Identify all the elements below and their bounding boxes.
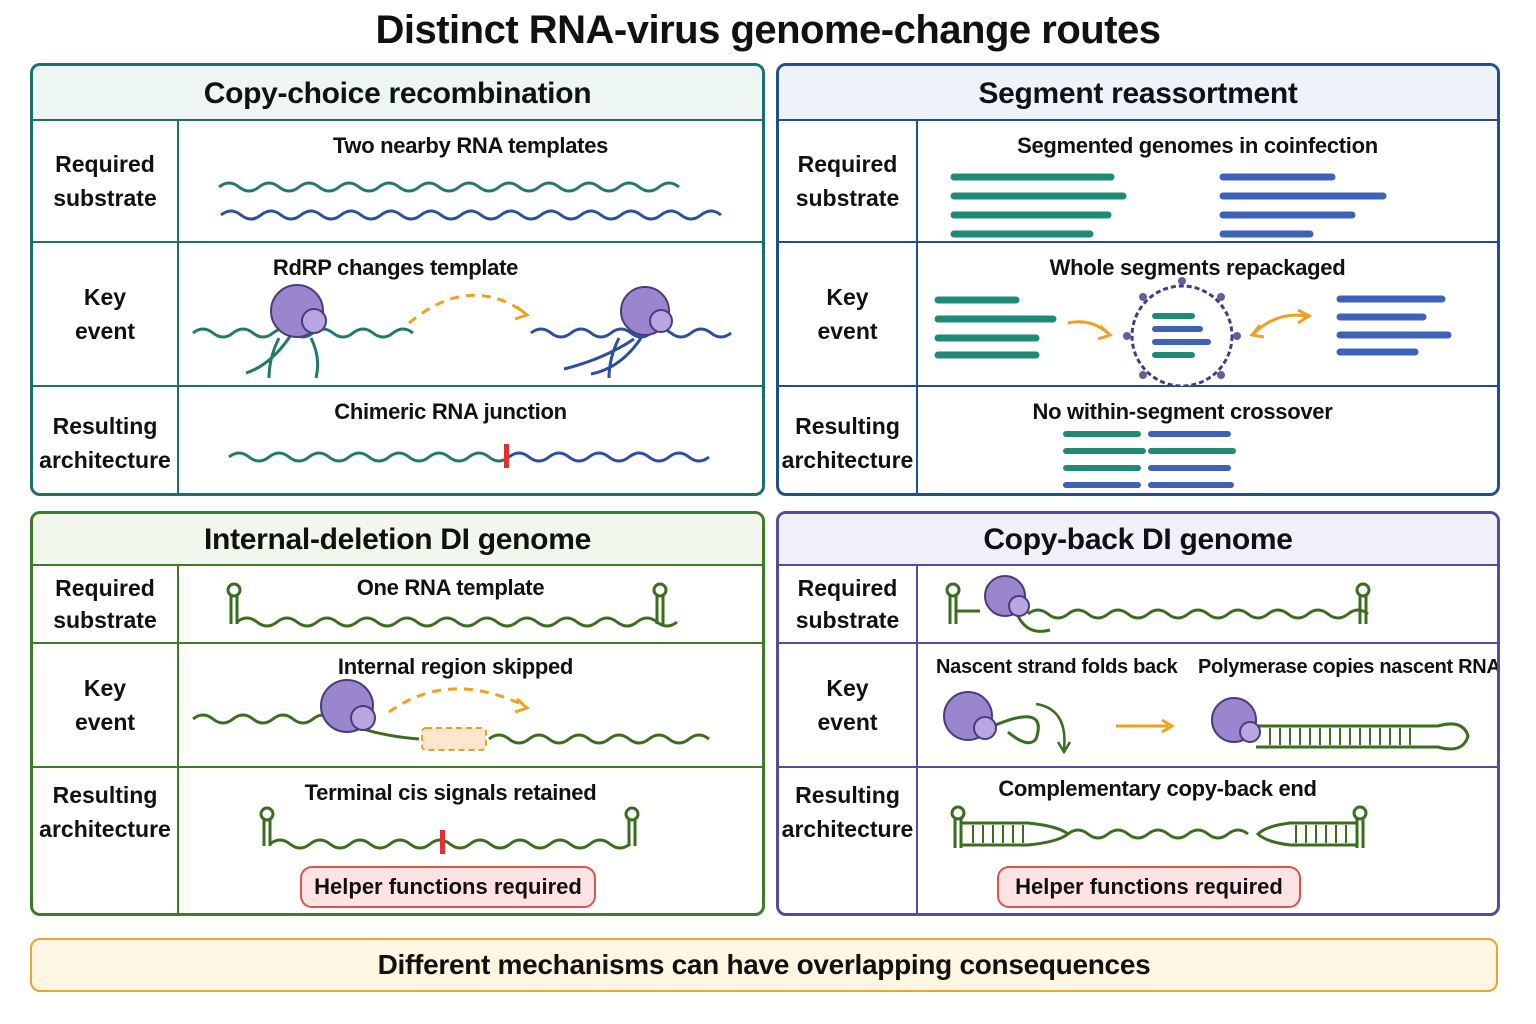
copy-choice-event-caption: RdRP changes template [272, 255, 519, 280]
single-template-graphic [226, 582, 678, 628]
helper-functions-badge: Helper functions required [300, 866, 596, 908]
reassorted-segments-graphic [1063, 431, 1236, 488]
copy-choice-architecture-caption: Chimeric RNA junction [334, 399, 567, 424]
row-label-architecture: Resulting architecture [779, 768, 918, 913]
row-label-architecture: Resulting architecture [33, 768, 179, 913]
copy-back-architecture-row: Resulting architecture Complementary cop… [779, 768, 1497, 913]
skipped-region-box [421, 727, 487, 751]
row-label-architecture: Resulting architecture [779, 387, 918, 493]
deletion-genome-graphic [259, 806, 640, 854]
copy-choice-event-row: Key event RdRP changes template [33, 243, 762, 387]
footer-banner: Different mechanisms can have overlappin… [30, 938, 1498, 992]
reassortment-event-caption: Whole segments repackaged [1049, 255, 1346, 280]
helper-functions-badge: Helper functions required [997, 866, 1301, 908]
polymerase-icon [943, 691, 997, 741]
template-switch-graphic [192, 284, 732, 379]
internal-deletion-event-caption: Internal region skipped [337, 654, 574, 679]
internal-deletion-panel: Internal-deletion DI genome Required sub… [30, 511, 765, 916]
copy-back-event-row: Key event Nascent strand folds back Poly… [779, 644, 1497, 768]
region-skip-graphic [192, 679, 710, 751]
reassortment-heading: Segment reassortment [779, 66, 1497, 121]
row-label-event: Key event [779, 644, 918, 766]
row-label-substrate: Required substrate [779, 121, 918, 241]
row-label-event: Key event [33, 243, 179, 385]
repackaging-graphic [934, 277, 1452, 387]
deletion-junction-marker [440, 830, 445, 854]
rna-template-blue [220, 209, 722, 221]
polymerase-icon-2 [1211, 697, 1261, 743]
copy-back-genome-graphic [950, 805, 1368, 848]
fold-and-copy-graphic [943, 691, 1470, 755]
copy-choice-architecture-row: Resulting architecture Chimeric RNA junc… [33, 387, 762, 493]
reassortment-architecture-caption: No within-segment crossover [1032, 399, 1333, 424]
copy-back-template-graphic [945, 575, 1371, 633]
copy-choice-panel: Copy-choice recombination Required subst… [30, 63, 765, 496]
copy-back-fold-caption: Nascent strand folds back [936, 656, 1178, 678]
copy-back-heading: Copy-back DI genome [779, 514, 1497, 566]
copy-back-copy-caption: Polymerase copies nascent RNA [1198, 656, 1500, 678]
copy-back-panel: Copy-back DI genome Required substrate K… [776, 511, 1500, 916]
stem-loop-left-icon [226, 582, 242, 624]
copy-choice-substrate-row: Required substrate Two nearby RNA templa… [33, 121, 762, 243]
stem-loop-right-icon [652, 582, 668, 624]
internal-deletion-substrate-caption: One RNA template [356, 575, 545, 600]
row-label-event: Key event [33, 644, 179, 766]
copy-back-architecture-caption: Complementary copy-back end [998, 776, 1317, 801]
chimeric-junction-marker [504, 444, 509, 468]
row-label-architecture: Resulting architecture [33, 387, 179, 493]
rna-template-teal [218, 181, 680, 193]
copy-choice-substrate-caption: Two nearby RNA templates [332, 133, 609, 158]
internal-deletion-event-row: Key event Internal region skipped [33, 644, 762, 768]
row-label-substrate: Required substrate [33, 566, 179, 642]
internal-deletion-heading: Internal-deletion DI genome [33, 514, 762, 566]
reassortment-event-row: Key event Whole segments repackaged [779, 243, 1497, 387]
segmented-genomes-graphic [950, 173, 1387, 238]
polymerase-icon [320, 679, 376, 733]
row-label-substrate: Required substrate [779, 566, 918, 642]
internal-deletion-architecture-row: Resulting architecture Terminal cis sign… [33, 768, 762, 913]
reassortment-substrate-row: Required substrate Segmented genomes in … [779, 121, 1497, 243]
chimeric-rna-graphic [228, 444, 710, 468]
rdrp-polymerase-icon [270, 284, 327, 338]
polymerase-icon [984, 575, 1030, 617]
reassortment-panel: Segment reassortment Required substrate … [776, 63, 1500, 496]
two-rna-templates-graphic [218, 181, 722, 221]
page-title: Distinct RNA-virus genome-change routes [375, 8, 1161, 52]
reassortment-architecture-row: Resulting architecture No within-segment… [779, 387, 1497, 493]
virion-icon [1123, 277, 1241, 387]
copy-back-substrate-row: Required substrate [779, 566, 1497, 644]
dashed-transfer-arrow [408, 293, 526, 325]
rdrp-polymerase-icon-2 [620, 286, 673, 336]
internal-deletion-architecture-caption: Terminal cis signals retained [304, 780, 597, 805]
row-label-event: Key event [779, 243, 918, 385]
copy-choice-heading: Copy-choice recombination [33, 66, 762, 121]
internal-deletion-substrate-row: Required substrate One RNA template [33, 566, 762, 644]
row-label-substrate: Required substrate [33, 121, 179, 241]
reassortment-substrate-caption: Segmented genomes in coinfection [1017, 133, 1378, 158]
